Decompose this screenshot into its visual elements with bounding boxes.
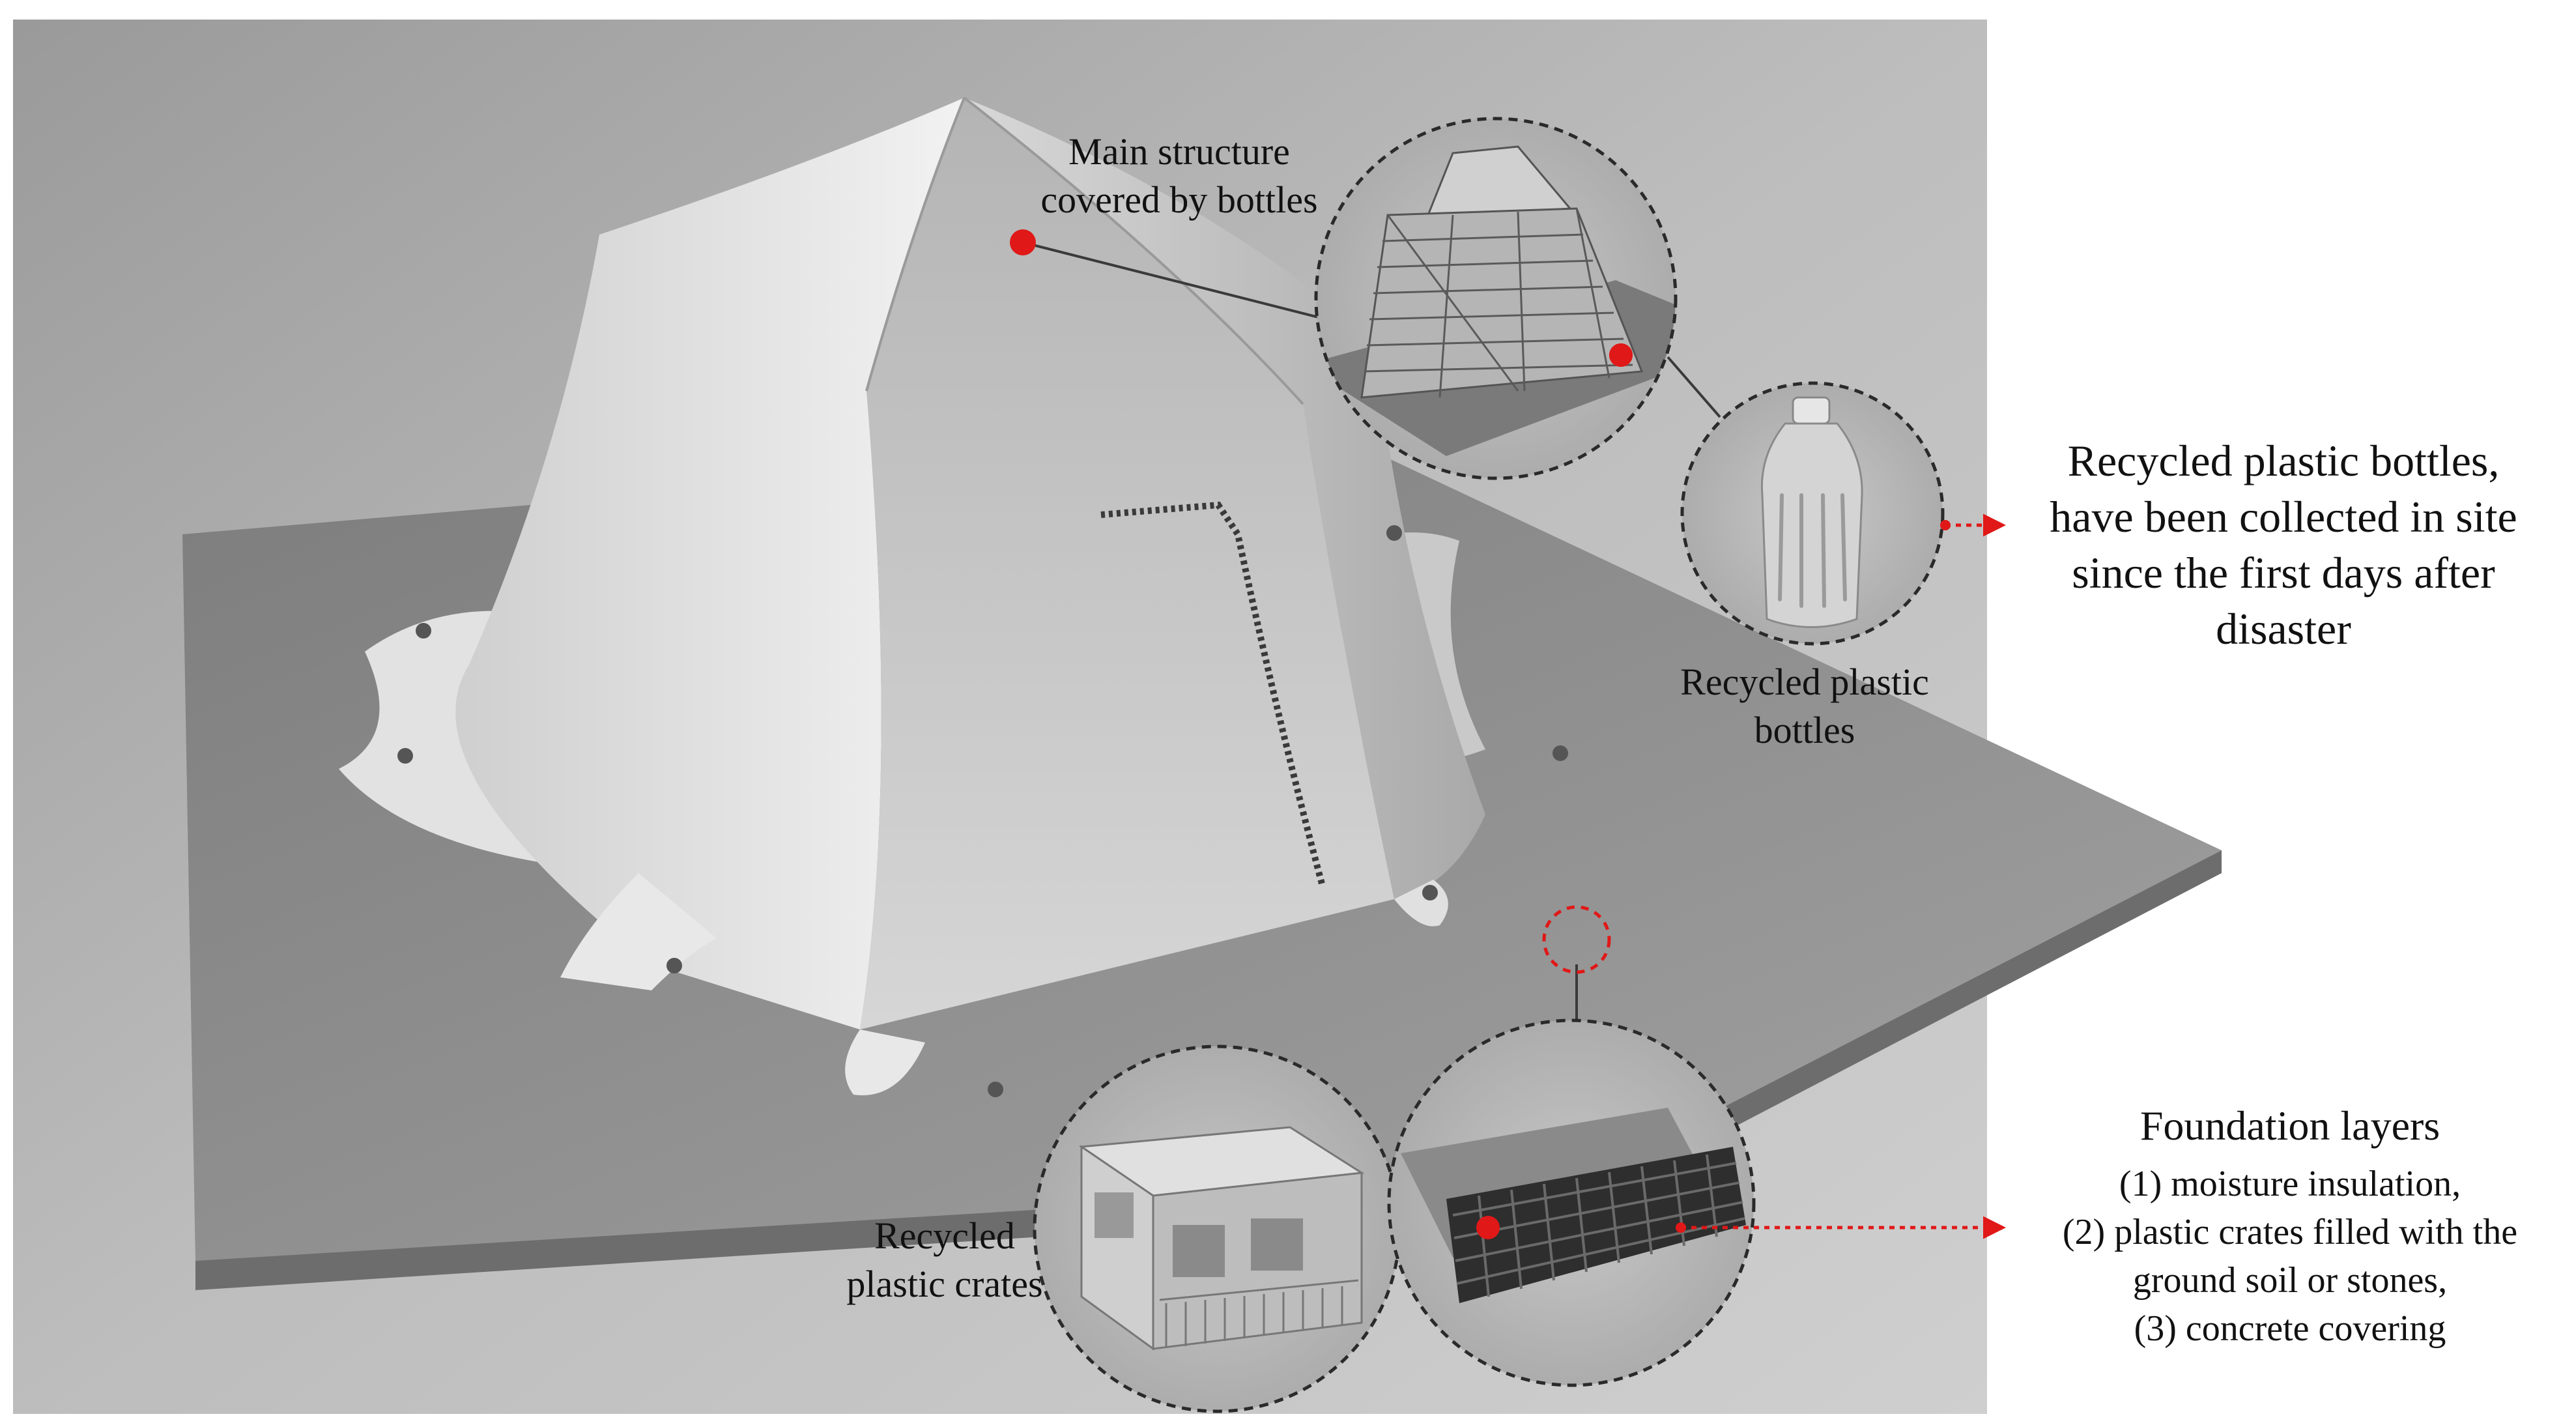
foundation-item-1: (1) moisture insulation, [2119,1164,2461,1204]
bottles-note: Recycled plastic bottles, have been coll… [2007,433,2560,657]
zoom-indicator-circle [1542,905,1611,974]
foundation-item-4: (3) concrete covering [2134,1308,2446,1349]
tent-model [339,96,1568,1097]
crate-grid [1401,1108,1746,1303]
inset-foundation [1387,1018,1756,1387]
foundation-item-2: (2) plastic crates filled with the [2062,1212,2518,1252]
label-main-structure: Main structure covered by bottles [925,128,1433,224]
inset-bottle-frame [1314,117,1678,480]
inset-bottle [1680,381,1945,646]
label-crates-inset: Recycled plastic crates [801,1212,1088,1308]
foundation-title: Foundation layers [2140,1102,2440,1149]
marker-main-structure [1010,229,1036,255]
bottles-note-line-1: Recycled plastic bottles, [2067,436,2500,485]
label-main-structure-line-1: Main structure [1068,130,1290,173]
label-main-structure-line-2: covered by bottles [1040,179,1318,221]
crate-module [1078,1126,1365,1351]
label-bottles-inset-line-2: bottles [1754,709,1855,751]
bottles-note-line-4: disaster [2216,604,2351,654]
bottles-note-line-2: have been collected in site [2050,492,2517,541]
foundation-item-3: ground soil or stones, [2132,1260,2448,1301]
bottles-note-line-3: since the first days after [2072,548,2495,597]
plastic-bottle [1760,396,1863,628]
foundation-items: (1) moisture insulation, (2) plastic cra… [2000,1160,2576,1353]
bottle-frame-model [1316,145,1676,456]
label-bottles-inset: Recycled plastic bottles [1629,658,1981,755]
label-crates-inset-line-1: Recycled [874,1215,1015,1257]
marker-bottle-frame [1609,343,1633,367]
inset-crate [1033,1044,1401,1413]
leader-line-bottle [1667,356,1721,418]
label-crates-inset-line-2: plastic crates [846,1263,1043,1305]
label-bottles-inset-line-1: Recycled plastic [1680,661,1929,703]
arrow-bottles-origin [1940,520,1951,530]
arrow-foundation-origin [1676,1222,1686,1233]
